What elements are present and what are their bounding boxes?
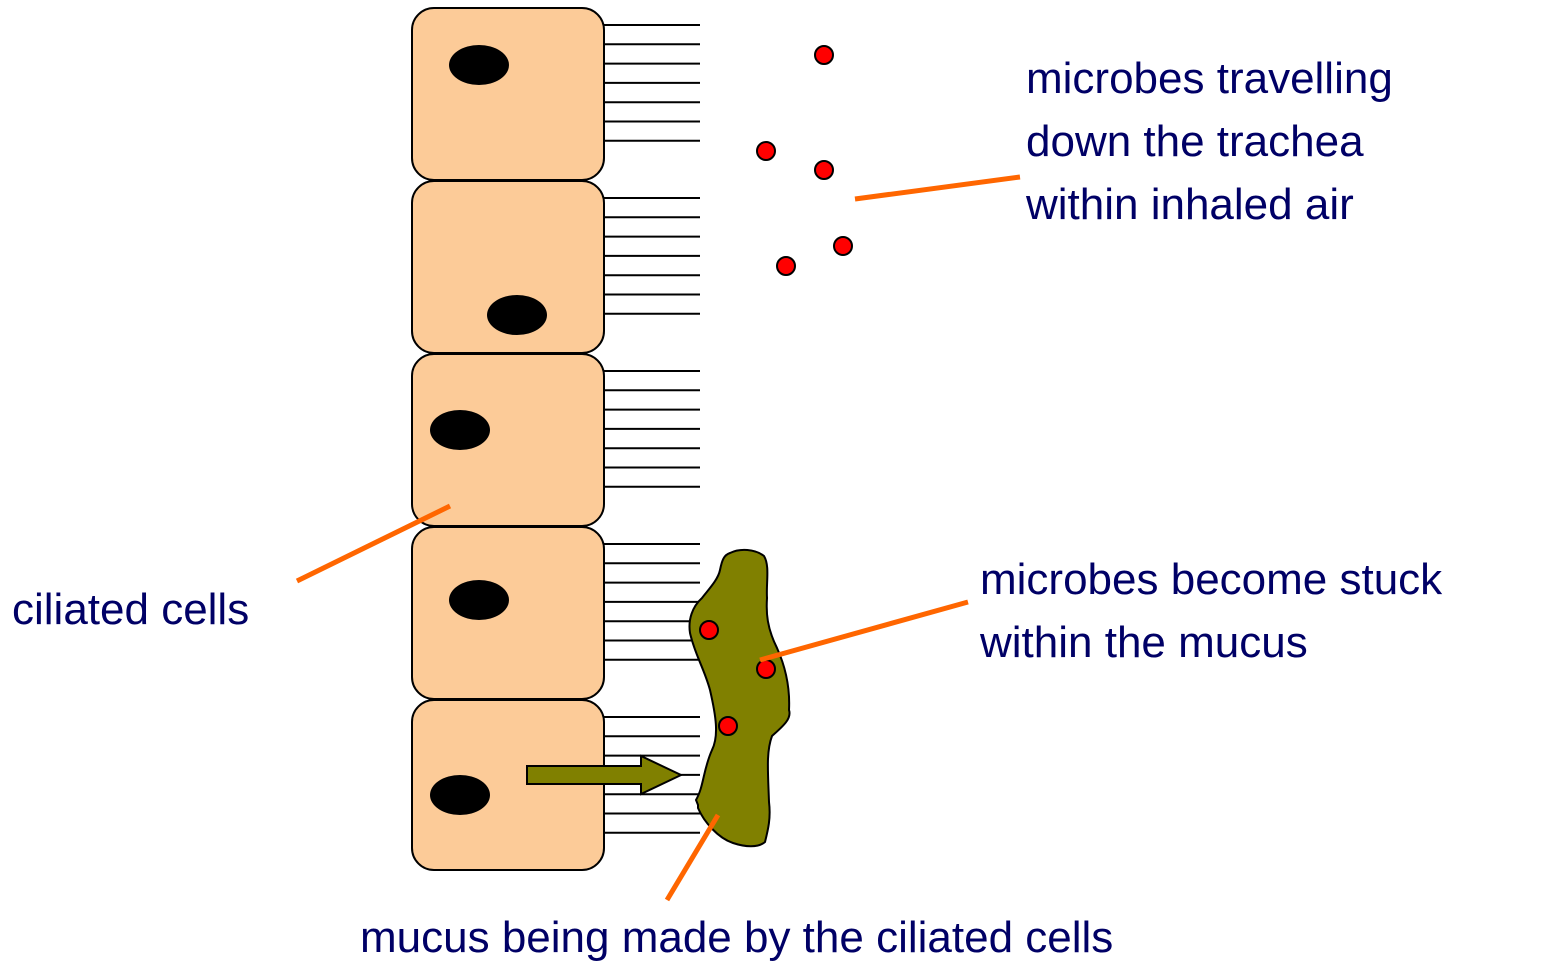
nucleus [449,580,509,620]
airborne-microbes [757,46,852,275]
leader-line-microbes-travelling [855,177,1020,199]
label-mucus-made: mucus being made by the ciliated cells [360,906,1113,965]
label-microbes-stuck: microbes become stuck within the mucus [980,548,1442,674]
mucus-blob [690,550,790,846]
nucleus [430,410,490,450]
label-line: down the trachea [1026,110,1393,173]
microbe [815,46,833,64]
label-line: within inhaled air [1026,173,1393,236]
nucleus [449,45,509,85]
microbe [757,142,775,160]
nucleus [430,775,490,815]
label-line: microbes travelling [1026,47,1393,110]
label-microbes-travelling: microbes travelling down the trachea wit… [1026,47,1393,236]
microbe [700,621,718,639]
leader-lines [297,177,1020,900]
microbe [815,161,833,179]
leader-line-mucus-made [667,815,718,900]
nucleus [487,295,547,335]
microbe [777,257,795,275]
label-ciliated-cells: ciliated cells [12,578,249,641]
ciliated-cell [412,8,604,180]
microbe [719,717,737,735]
leader-line-microbes-stuck [760,602,968,660]
microbe [834,237,852,255]
label-line: within the mucus [980,611,1442,674]
microbe [757,660,775,678]
label-line: microbes become stuck [980,548,1442,611]
ciliated-cell [412,527,604,699]
